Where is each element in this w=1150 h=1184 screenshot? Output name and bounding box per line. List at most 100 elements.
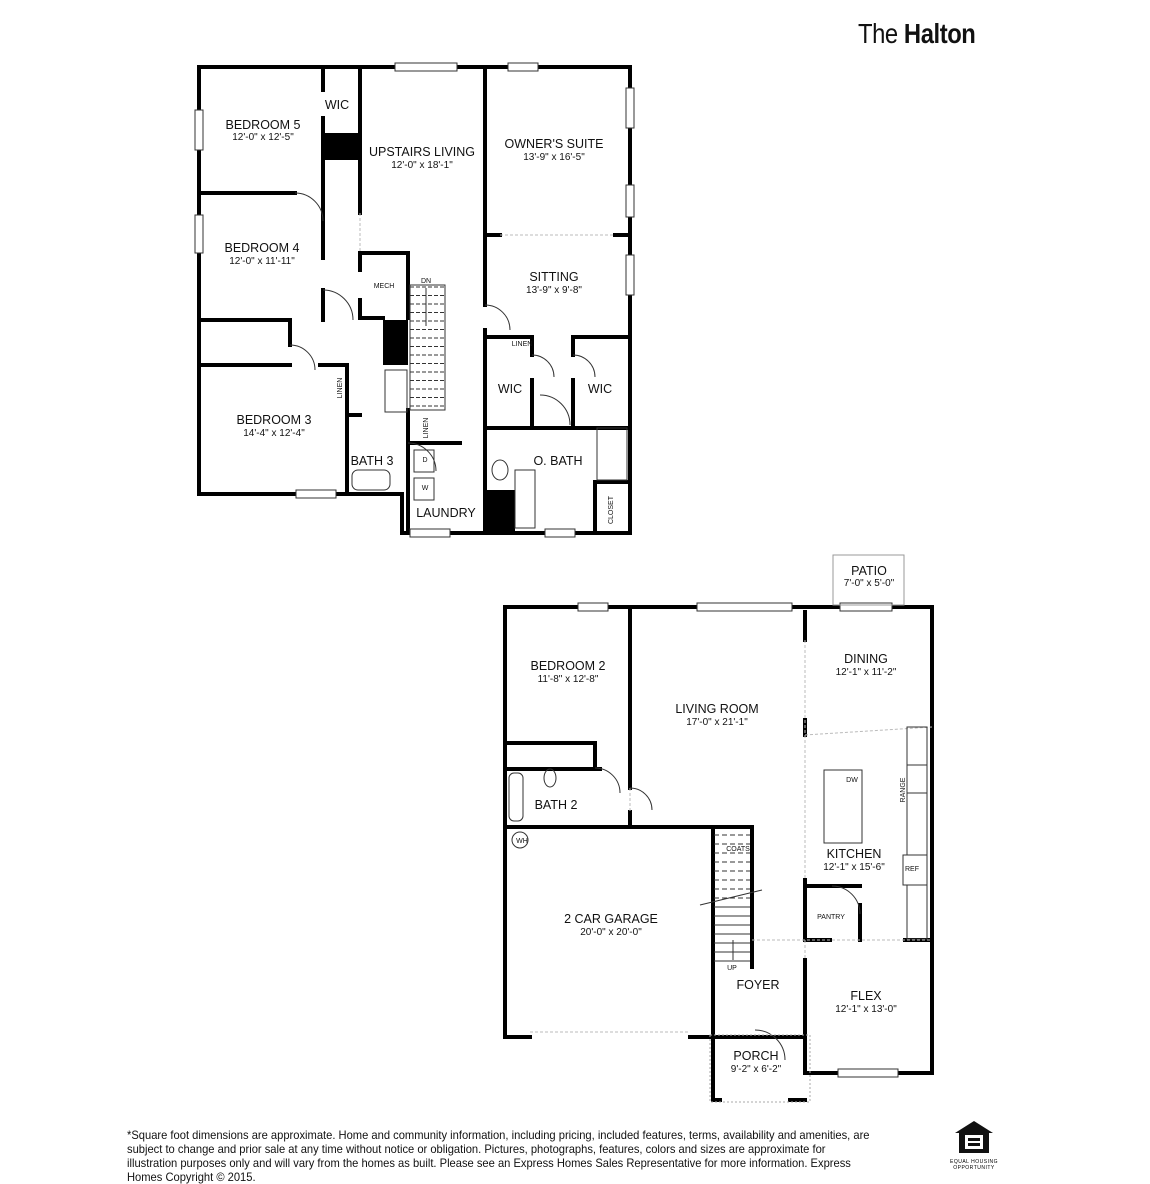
room-dims-owners-suite: 13'-9" x 16'-5"	[523, 152, 585, 163]
upper-stairs	[409, 284, 446, 411]
dryer	[413, 449, 435, 473]
label-dn: DN	[421, 278, 431, 285]
window	[507, 62, 539, 72]
label-coats: COATS	[726, 846, 750, 853]
door-swing	[629, 787, 653, 811]
label-linen-owner: LINEN	[512, 341, 533, 348]
room-name-bedroom-4: BEDROOM 4	[224, 241, 299, 255]
window	[577, 602, 609, 612]
equal-housing-house-icon	[955, 1121, 993, 1153]
disclaimer: *Square foot dimensions are approximate.…	[127, 1128, 870, 1184]
window	[409, 528, 451, 538]
water-heater	[511, 831, 529, 849]
label-mech: MECH	[374, 283, 395, 290]
toilet	[543, 768, 557, 788]
room-dims-bedroom-4: 12'-0" x 11'-11"	[229, 256, 295, 267]
room-name-bedroom-5: BEDROOM 5	[225, 118, 300, 132]
label-closet: CLOSET	[608, 495, 615, 524]
patio-outline	[832, 554, 905, 606]
window	[696, 602, 793, 612]
title-name: Halton	[903, 18, 976, 49]
room-name-bedroom-2: BEDROOM 2	[530, 659, 605, 673]
range	[906, 764, 928, 794]
window	[194, 109, 204, 151]
door-swing	[531, 354, 555, 378]
room-dims-porch: 9'-2" x 6'-2"	[731, 1064, 782, 1075]
window	[394, 62, 458, 72]
door-swing	[294, 192, 324, 222]
room-dims-garage: 20'-0" x 20'-0"	[580, 927, 642, 938]
washer	[413, 477, 435, 501]
equal-housing-logo: EQUAL HOUSING OPPORTUNITY	[946, 1120, 1002, 1171]
label-dryer: D	[422, 457, 427, 464]
label-pantry: PANTRY	[817, 914, 845, 921]
room-dims-upstairs-living: 12'-0" x 18'-1"	[391, 160, 453, 171]
kitchen-island	[823, 769, 863, 844]
shower	[596, 427, 628, 481]
title-prefix: The	[858, 18, 898, 49]
window	[194, 214, 204, 254]
label-up: UP	[727, 965, 737, 972]
logo-caption: EQUAL HOUSING OPPORTUNITY	[950, 1159, 998, 1171]
room-dims-living-room: 17'-0" x 21'-1"	[686, 717, 748, 728]
label-ref: REF	[905, 866, 919, 873]
room-dims-dining: 12'-1" x 11'-2"	[836, 667, 897, 678]
vanity	[384, 369, 408, 413]
door-swing	[754, 1029, 786, 1061]
floor-plans: BEDROOM 5 12'-0" x 12'-5" UPSTAIRS LIVIN…	[194, 62, 934, 1103]
bathtub	[508, 772, 524, 822]
door-swing	[407, 442, 437, 472]
label-wic-bedroom-5: WIC	[325, 98, 349, 112]
label-o-bath: O. BATH	[533, 454, 582, 468]
room-name-dining: DINING	[844, 652, 888, 666]
porch-outline	[709, 1034, 811, 1103]
room-name-living-room: LIVING ROOM	[675, 702, 758, 716]
window	[544, 528, 576, 538]
room-dims-flex: 12'-1" x 13'-0"	[835, 1004, 897, 1015]
room-dims-patio: 7'-0" x 5'-0"	[844, 578, 895, 589]
label-linen-stair: LINEN	[423, 418, 430, 439]
room-name-garage: 2 CAR GARAGE	[564, 912, 658, 926]
room-name-patio: PATIO	[851, 564, 887, 578]
room-dims-sitting: 13'-9" x 9'-8"	[526, 285, 582, 296]
room-name-owners-suite: OWNER'S SUITE	[505, 137, 604, 151]
label-foyer: FOYER	[736, 978, 779, 992]
window	[625, 254, 635, 296]
refrigerator	[902, 854, 928, 886]
room-name-porch: PORCH	[733, 1049, 778, 1063]
upper-floor-labels: BEDROOM 5 12'-0" x 12'-5" UPSTAIRS LIVIN…	[224, 98, 615, 524]
dotted-opening	[804, 726, 933, 736]
window	[625, 87, 635, 129]
walls	[194, 62, 934, 1102]
room-dims-bedroom-3: 14'-4" x 12'-4"	[243, 428, 305, 439]
room-name-flex: FLEX	[850, 989, 882, 1003]
room-dims-kitchen: 12'-1" x 15'-6"	[823, 862, 885, 873]
window	[625, 184, 635, 218]
window	[295, 489, 337, 499]
label-wic-left: WIC	[498, 382, 522, 396]
kitchen-counter	[906, 726, 928, 940]
label-wh: WH	[516, 838, 528, 845]
door-swing	[539, 394, 571, 426]
door-swing	[289, 344, 316, 371]
door-swing	[594, 767, 621, 794]
chase-block	[483, 490, 515, 533]
bathtub	[351, 469, 391, 491]
label-bath-2: BATH 2	[535, 798, 578, 812]
vanity	[514, 469, 536, 529]
main-floor-labels: PATIO 7'-0" x 5'-0" BEDROOM 2 11'-8" x 1…	[516, 564, 919, 1075]
chase-block	[383, 320, 408, 365]
room-name-bedroom-3: BEDROOM 3	[236, 413, 311, 427]
room-name-kitchen: KITCHEN	[827, 847, 882, 861]
label-dw: DW	[846, 777, 858, 784]
room-dims-bedroom-5: 12'-0" x 12'-5"	[232, 132, 294, 143]
toilet	[491, 459, 509, 481]
label-washer: W	[422, 485, 429, 492]
window	[839, 602, 893, 612]
door-swing	[484, 304, 511, 331]
plan-title: The Halton	[858, 18, 976, 50]
window	[837, 1068, 899, 1078]
room-name-sitting: SITTING	[529, 270, 578, 284]
label-laundry: LAUNDRY	[416, 506, 476, 520]
room-dims-bedroom-2: 11'-8" x 12'-8"	[538, 674, 599, 685]
